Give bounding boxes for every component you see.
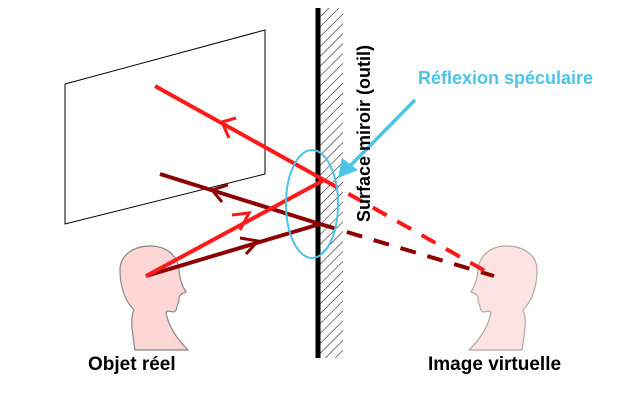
real-object-label: Objet réel	[88, 354, 176, 375]
specular-reflection-label: Réflexion spéculaire	[418, 68, 594, 88]
dark-ray-virtual-extension	[319, 222, 495, 278]
virtual-image-head	[467, 245, 538, 351]
dark-ray-incident-arrow	[239, 236, 261, 256]
real-object-head	[119, 245, 190, 351]
dark-ray-incident	[145, 222, 321, 278]
specular-callout-arrow	[346, 98, 417, 170]
specular-highlight-ellipse	[285, 149, 339, 259]
bright-ray-virtual-extension	[323, 178, 495, 278]
virtual-image-label: Image virtuelle	[428, 354, 562, 375]
projection-screen	[64, 29, 266, 225]
bright-ray-incident	[145, 178, 325, 278]
bright-ray-reflected	[154, 84, 325, 182]
dark-ray-reflected-arrow	[209, 183, 229, 203]
dark-ray-reflected	[159, 172, 321, 226]
mirror-surface-label: Surface miroir (outil)	[354, 44, 374, 222]
specular-callout-arrowhead	[338, 158, 358, 178]
bright-ray-incident-arrow	[231, 211, 252, 231]
bright-ray-reflected-arrow	[219, 116, 237, 139]
